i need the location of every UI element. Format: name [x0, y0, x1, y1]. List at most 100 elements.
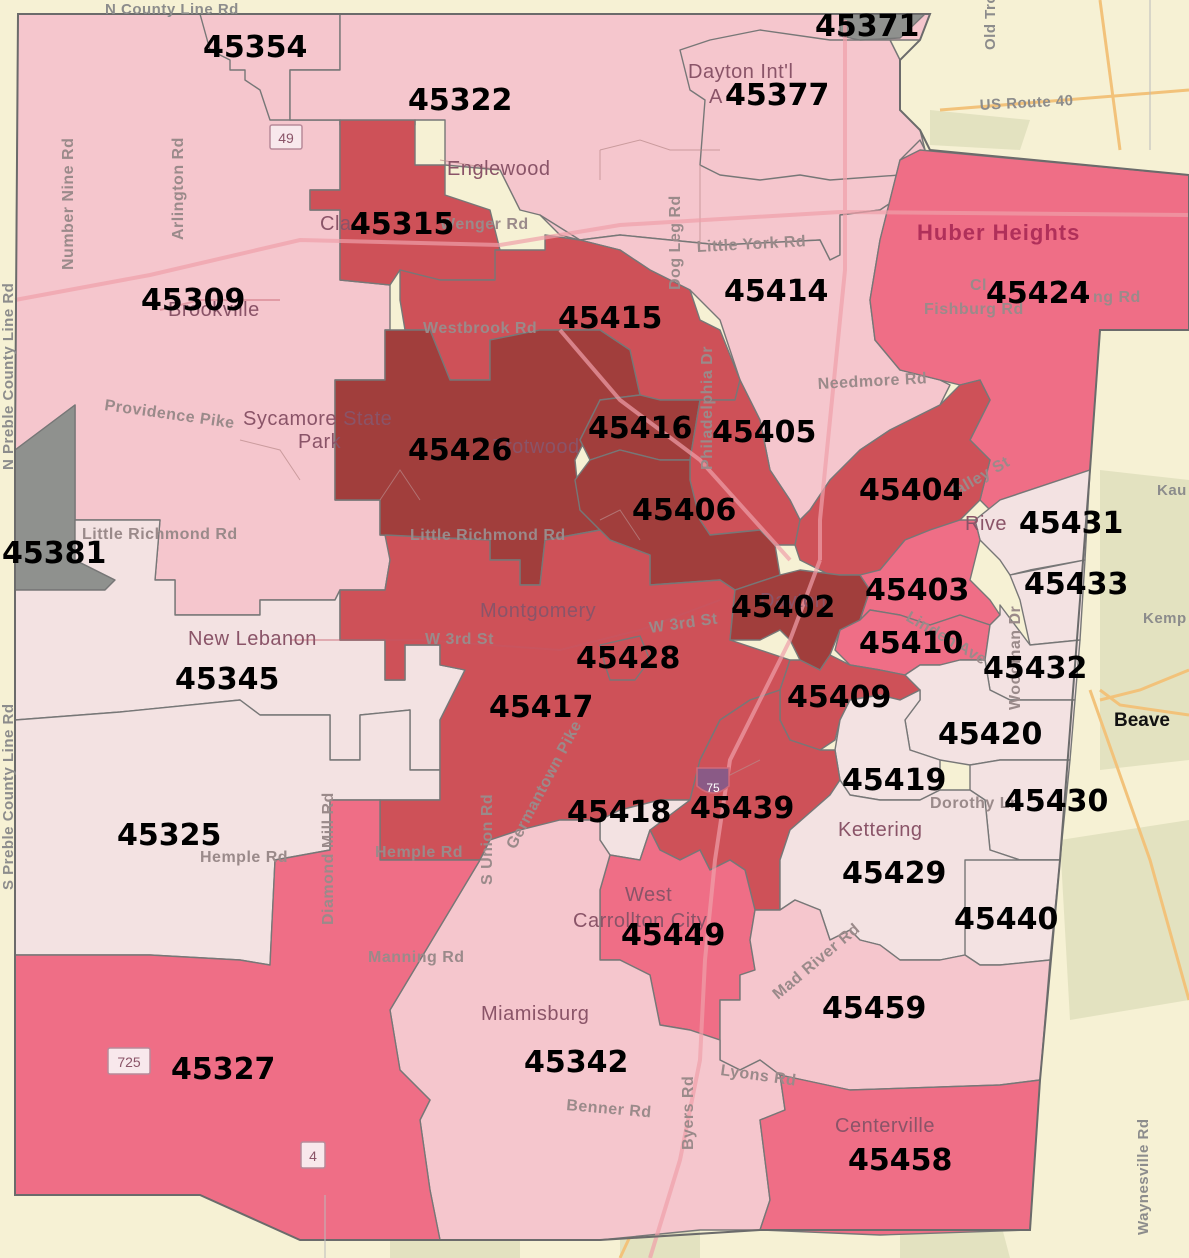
minor-roads [159, 299, 721, 652]
place-label-dayton: Dayton [760, 590, 826, 612]
place-labels: Englewood Dayton Int'l A Huber Heights B… [168, 61, 1170, 1137]
road-label-dog-leg-rd: Dog Leg Rd [667, 195, 684, 290]
zip-label-45414: 45414 [724, 274, 828, 309]
route-4-shield: 4 [300, 1141, 326, 1169]
zip-label-45429: 45429 [842, 856, 946, 891]
road-label-little-york-rd: Little York Rd [696, 233, 806, 256]
zip-label-45354: 45354 [203, 30, 307, 65]
zip-label-45417: 45417 [489, 690, 593, 725]
route-725-shield: 725 [107, 1047, 151, 1075]
zip-label-45433: 45433 [1024, 567, 1128, 602]
road-label-cl: Cl [970, 277, 987, 294]
svg-text:4: 4 [309, 1148, 317, 1164]
road-label-little-richmond-rd-west: Little Richmond Rd [82, 526, 238, 543]
zip-label-45342: 45342 [524, 1045, 628, 1080]
zip-label-45402: 45402 [731, 590, 835, 625]
place-label-cla: Cla [320, 213, 352, 235]
road-label-kau: Kau [1157, 482, 1187, 499]
zip-label-45432: 45432 [983, 651, 1087, 686]
zip-label-45403: 45403 [865, 573, 969, 608]
zip-label-45371: 45371 [815, 9, 919, 44]
place-label-beave: Beave [1114, 710, 1170, 731]
zip-label-45420: 45420 [938, 717, 1042, 752]
zip-label-45424: 45424 [986, 276, 1090, 311]
road-label-n-county-line-rd: N County Line Rd [105, 1, 239, 18]
place-label-sycamore-state: Sycamore State [243, 408, 392, 430]
road-label-s-preble-county-line-rd: S Preble County Line Rd [0, 703, 17, 890]
place-label-huber-heights: Huber Heights [917, 220, 1080, 245]
zip-area-45428 [599, 635, 651, 681]
place-label-trotwood: Trotwood [493, 436, 580, 458]
road-label-little-richmond-rd-east: Little Richmond Rd [410, 527, 566, 544]
place-label-miamisburg: Miamisburg [481, 1003, 589, 1025]
zip-label-45449: 45449 [621, 918, 725, 953]
road-label-wenger-rd: Wenger Rd [440, 216, 529, 233]
zip-label-45410: 45410 [859, 626, 963, 661]
road-label-old-troy-pike: Old Troy Pike [982, 0, 999, 50]
zip-label-45405: 45405 [712, 415, 816, 450]
zip-label-45309: 45309 [141, 283, 245, 318]
zip-label-45404: 45404 [859, 473, 963, 508]
place-label-new-lebanon: New Lebanon [188, 628, 317, 650]
road-label-needmore-rd: Needmore Rd [817, 370, 927, 393]
zip-label-45430: 45430 [1004, 784, 1108, 819]
edge-roads [324, 0, 1151, 1258]
road-label-woodman-dr: Woodman Dr [1007, 606, 1024, 710]
zip-label-45327: 45327 [171, 1052, 275, 1087]
road-label-westbrook-rd: Westbrook Rd [423, 320, 537, 337]
road-label-kemp: Kemp [1143, 610, 1187, 627]
zip-label-45415: 45415 [558, 301, 662, 336]
place-label-kettering: Kettering [838, 819, 923, 841]
road-label-waynesville-rd: Waynesville Rd [1135, 1119, 1152, 1235]
place-label-centerville: Centerville [835, 1115, 935, 1137]
zip-area-45458 [759, 1074, 1041, 1236]
highway-lines [14, 20, 1189, 1258]
place-label-englewood: Englewood [447, 158, 550, 180]
svg-text:725: 725 [117, 1054, 141, 1070]
road-label-us-route-40: US Route 40 [979, 92, 1074, 114]
road-label-fishburg-rd: Fishburg Rd [924, 301, 1024, 318]
road-label-w-3rd-st-west: W 3rd St [425, 631, 494, 648]
road-label-n-preble-county-line-rd: N Preble County Line Rd [0, 283, 17, 470]
zip-label-45458: 45458 [848, 1143, 952, 1178]
zip-labels: 45354 45371 45322 45377 45315 45309 4541… [2, 9, 1128, 1178]
svg-text:75: 75 [706, 781, 720, 795]
road-label-number-nine-rd: Number Nine Rd [60, 138, 77, 270]
road-label-ng-rd: ng Rd [1093, 289, 1141, 306]
place-label-brookville: Brookville [168, 299, 260, 321]
zip-label-45418: 45418 [567, 795, 671, 830]
road-label-hemple-rd-west: Hemple Rd [200, 849, 288, 866]
place-label-carrollton-city: Carrollton City [573, 910, 707, 932]
road-label-philadelphia-dr: Philadelphia Dr [699, 346, 716, 470]
road-label-hemple-rd-east: Hemple Rd [375, 844, 463, 861]
svg-text:49: 49 [278, 130, 294, 146]
road-label-s-union-rd: S Union Rd [479, 794, 496, 885]
zip-label-45315: 45315 [350, 207, 454, 242]
zip-label-45409: 45409 [787, 680, 891, 715]
zip-label-45381: 45381 [2, 536, 106, 571]
road-label-byers-rd: Byers Rd [680, 1076, 697, 1150]
place-label-intl-a: A [709, 86, 723, 108]
zip-area-45402 [729, 569, 871, 671]
route-49-shield: 49 [269, 124, 303, 150]
zip-label-45406: 45406 [632, 493, 736, 528]
sub-boundaries [239, 139, 761, 781]
place-label-montgomery: Montgomery [480, 600, 596, 622]
place-label-dayton-intl: Dayton Int'l [688, 61, 793, 83]
zip-label-45325: 45325 [117, 818, 221, 853]
road-label-dorothy-ln: Dorothy Ln [930, 795, 1020, 812]
zip-label-45345: 45345 [175, 662, 279, 697]
road-label-diamond-mill-rd: Diamond Mill Rd [320, 792, 337, 925]
road-label-manning-rd: Manning Rd [368, 949, 465, 966]
zip-label-45377: 45377 [725, 78, 829, 113]
place-label-west: West [625, 884, 672, 906]
zip-label-45426: 45426 [408, 433, 512, 468]
zip-label-45440: 45440 [954, 902, 1058, 937]
place-label-park: Park [298, 431, 342, 453]
road-label-arlington-rd: Arlington Rd [170, 137, 187, 240]
interstate-75-shield: 75 [696, 767, 730, 795]
outside-roads [618, 0, 1189, 1258]
zip-label-45322: 45322 [408, 83, 512, 118]
